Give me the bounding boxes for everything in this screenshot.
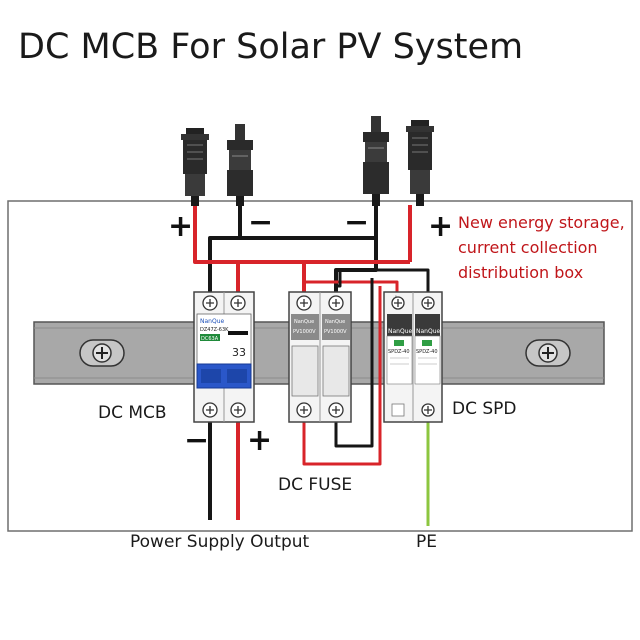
pv-connector-left-plus [181,128,209,206]
spd-indicator-right [422,340,432,346]
spd-indicator-left [394,340,404,346]
input-left-plus-sign: + [168,209,193,244]
pv-connector-right-minus [363,116,389,206]
annotation-line-1: New energy storage, [458,213,625,232]
fuse-voltage-right: PV1000V [324,329,347,335]
dc-mcb-device: NanQue DZ47Z-63K DC63A 33 [193,291,255,423]
wire-black-input-left [208,205,242,295]
mcb-model: DZ47Z-63K [200,327,229,333]
label-dc-fuse: DC FUSE [278,475,352,495]
pv-connector-left-minus [227,124,253,206]
label-dc-spd: DC SPD [452,399,517,419]
wire-red-spd-feed [302,280,399,296]
spd-model-right: SPDZ-40 [416,349,438,355]
fuse-brand-right: NanQue [325,319,345,325]
output-minus-sign: − [184,423,209,458]
output-plus-sign: + [247,423,272,458]
dc-fuse-device: NanQue NanQue PV1000V PV1000V [288,291,352,423]
rail-screw-right [525,339,571,367]
mcb-rating: DC63A [201,336,219,342]
annotation-line-2: current collection [458,238,598,257]
label-power-supply-output: Power Supply Output [130,532,310,552]
input-right-plus-sign: + [428,209,453,244]
input-right-minus-sign: − [344,205,369,240]
mcb-brand: NanQue [200,318,224,325]
label-pe: PE [416,532,437,552]
page-title: DC MCB For Solar PV System [18,27,523,67]
dc-spd-device: + − NanQue NanQue SPDZ-40 SPDZ-40 [383,291,443,423]
spd-model-left: SPDZ-40 [388,349,410,355]
rail-screw-left [79,339,125,367]
fuse-voltage-left: PV1000V [293,329,316,335]
annotation-line-3: distribution box [458,263,583,282]
wire-black-spd-feed [334,268,430,296]
wire-red-fuse-bottom [302,286,382,466]
spd-brand-left: NanQue [388,328,412,335]
input-left-minus-sign: − [248,205,273,240]
label-dc-mcb: DC MCB [98,403,167,423]
spd-brand-right: NanQue [416,328,440,335]
fuse-brand-left: NanQue [294,319,314,325]
pv-connector-right-plus [406,120,434,206]
wire-black-fuse-bottom [334,278,374,448]
mcb-number: 33 [232,346,246,359]
wires [193,205,430,526]
